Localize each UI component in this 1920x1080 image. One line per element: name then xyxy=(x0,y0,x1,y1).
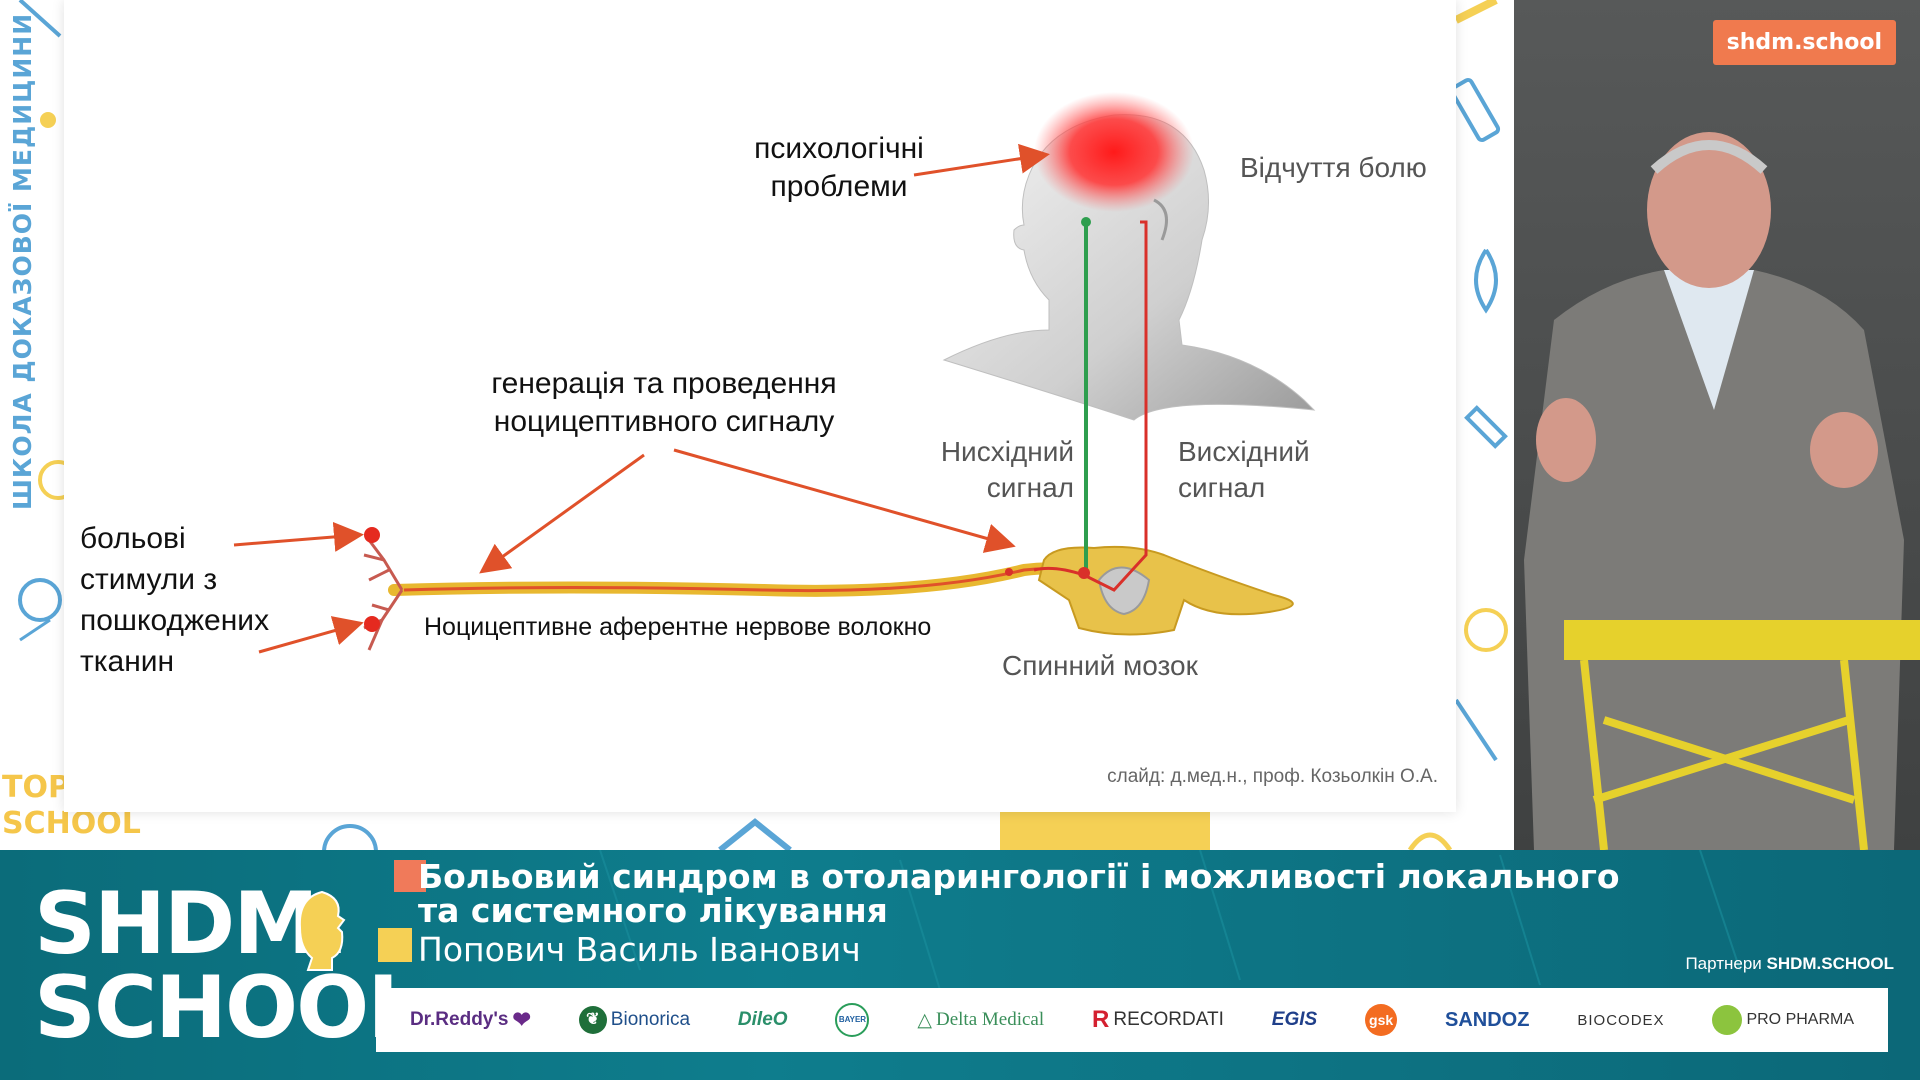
sponsor-pro-pharma-label: PRO PHARMA xyxy=(1746,1011,1854,1029)
sponsor-dileo[interactable]: DileO xyxy=(738,1009,788,1031)
speaker-accent-square xyxy=(378,928,412,962)
arrow-generation-left xyxy=(484,455,644,570)
stimulus-dot-upper xyxy=(364,527,380,543)
descending-signal-dot xyxy=(1081,217,1091,227)
talk-title-line2: та системного лікування xyxy=(418,894,1678,928)
slide-credit: слайд: д.мед.н., проф. Козьолкін О.А. xyxy=(1107,766,1438,788)
sponsor-delta-medical[interactable]: △ Delta Medical xyxy=(917,1009,1044,1032)
sponsor-biocodex-label: BIOCODEX xyxy=(1577,1012,1664,1029)
decor-pattern-right xyxy=(1456,0,1514,850)
shdm-school-logo: SHDM. SCHOOL xyxy=(34,882,420,1050)
talk-title-line1: Больовий синдром в отоларингології і мож… xyxy=(418,860,1678,894)
logo-line1: SHDM. xyxy=(34,882,420,966)
label-ascending-line2: сигнал xyxy=(1178,470,1310,506)
label-generation-line1: генерація та проведення xyxy=(424,365,904,403)
label-spinal-cord: Спинний мозок xyxy=(1002,648,1198,684)
sponsor-dileo-label: DileO xyxy=(738,1009,788,1031)
sponsor-biocodex[interactable]: BIOCODEX xyxy=(1577,1012,1664,1029)
partners-label: Партнери SHDM.SCHOOL xyxy=(1685,954,1894,974)
label-stimuli-line3: пошкоджених xyxy=(80,600,269,641)
brain-glow xyxy=(1034,92,1194,212)
recordati-r-icon: R xyxy=(1092,1006,1109,1034)
logo-line2: SCHOOL xyxy=(34,966,420,1050)
label-descending-line1: Нисхідний xyxy=(904,434,1074,470)
speaker-figure xyxy=(1514,0,1920,850)
label-descending-line2: сигнал xyxy=(904,470,1074,506)
label-psych-line1: психологічні xyxy=(724,130,954,168)
slide: психологічні проблеми Відчуття болю гене… xyxy=(64,0,1456,812)
sponsor-delta-medical-label: Delta Medical xyxy=(936,1009,1044,1031)
sponsor-sandoz-label: SANDOZ xyxy=(1445,1009,1529,1032)
partners-brand: SHDM.SCHOOL xyxy=(1767,954,1895,973)
sponsor-gsk[interactable]: gsk xyxy=(1365,1004,1397,1036)
label-stimuli-line2: стимули з xyxy=(80,559,269,600)
label-nociceptive-fiber: Ноцицептивне аферентне нервове волокно xyxy=(424,608,931,646)
stimulus-dot-lower xyxy=(364,616,380,632)
pro-pharma-circle-icon xyxy=(1712,1005,1742,1035)
partners-prefix: Партнери xyxy=(1685,954,1766,973)
spinal-junction-dot xyxy=(1078,567,1090,579)
right-decor-strip xyxy=(1456,0,1514,850)
sponsor-recordati-label: RECORDATI xyxy=(1113,1009,1223,1031)
delta-icon: △ xyxy=(917,1009,932,1032)
label-pain-feeling: Відчуття болю xyxy=(1240,150,1427,186)
label-pain-stimuli: больові стимули з пошкоджених тканин xyxy=(80,518,269,682)
sponsor-egis-label: EGIS xyxy=(1272,1009,1317,1031)
label-psychological-problems: психологічні проблеми xyxy=(724,130,954,206)
sponsor-dr-reddys[interactable]: Dr.Reddy's ❤ xyxy=(410,1007,531,1033)
label-stimuli-line1: больові xyxy=(80,518,269,559)
bayer-cross-icon: BAYER xyxy=(835,1003,869,1037)
gsk-circle-icon: gsk xyxy=(1365,1004,1397,1036)
lower-third: SHDM. SCHOOL Больовий синдром в отоларин… xyxy=(0,850,1920,1080)
label-signal-generation: генерація та проведення ноцицептивного с… xyxy=(424,365,904,441)
fiber-signal-dot xyxy=(1005,568,1013,576)
brand-badge[interactable]: shdm.school xyxy=(1713,20,1896,65)
label-psych-line2: проблеми xyxy=(724,168,954,206)
profile-face-icon xyxy=(292,888,346,972)
leaf-icon: ❦ xyxy=(579,1006,607,1034)
sponsor-bionorica-label: Bionorica xyxy=(611,1009,690,1031)
label-stimuli-line4: тканин xyxy=(80,641,269,682)
sponsor-sandoz[interactable]: SANDOZ xyxy=(1445,1009,1529,1032)
heart-icon: ❤ xyxy=(512,1007,530,1033)
sponsor-recordati[interactable]: R RECORDATI xyxy=(1092,1006,1224,1034)
sponsor-strip: Dr.Reddy's ❤ ❦ Bionorica DileO BAYER △ D… xyxy=(376,988,1888,1052)
label-ascending-signal: Висхідний сигнал xyxy=(1178,434,1310,506)
speaker-name: Попович Василь Іванович xyxy=(418,930,861,969)
talk-title: Больовий синдром в отоларингології і мож… xyxy=(418,860,1678,928)
left-decor-strip: ШКОЛА ДОКАЗОВОЇ МЕДИЦИНИ TOP SCHOOL xyxy=(0,0,66,850)
label-descending-signal: Нисхідний сигнал xyxy=(904,434,1074,506)
side-banner-text: ШКОЛА ДОКАЗОВОЇ МЕДИЦИНИ xyxy=(8,40,48,510)
sponsor-bionorica[interactable]: ❦ Bionorica xyxy=(579,1006,690,1034)
label-ascending-line1: Висхідний xyxy=(1178,434,1310,470)
speaker-video: shdm.school xyxy=(1514,0,1920,850)
sponsor-egis[interactable]: EGIS xyxy=(1272,1009,1317,1031)
spinal-cord-section xyxy=(1039,547,1293,635)
sponsor-bayer[interactable]: BAYER xyxy=(835,1003,869,1037)
sponsor-dr-reddys-label: Dr.Reddy's xyxy=(410,1009,509,1031)
decor-pattern-bottom xyxy=(300,812,1500,850)
sponsor-pro-pharma[interactable]: PRO PHARMA xyxy=(1712,1005,1854,1035)
label-generation-line2: ноцицептивного сигналу xyxy=(424,403,904,441)
arrow-stimulus-lower xyxy=(259,624,358,652)
